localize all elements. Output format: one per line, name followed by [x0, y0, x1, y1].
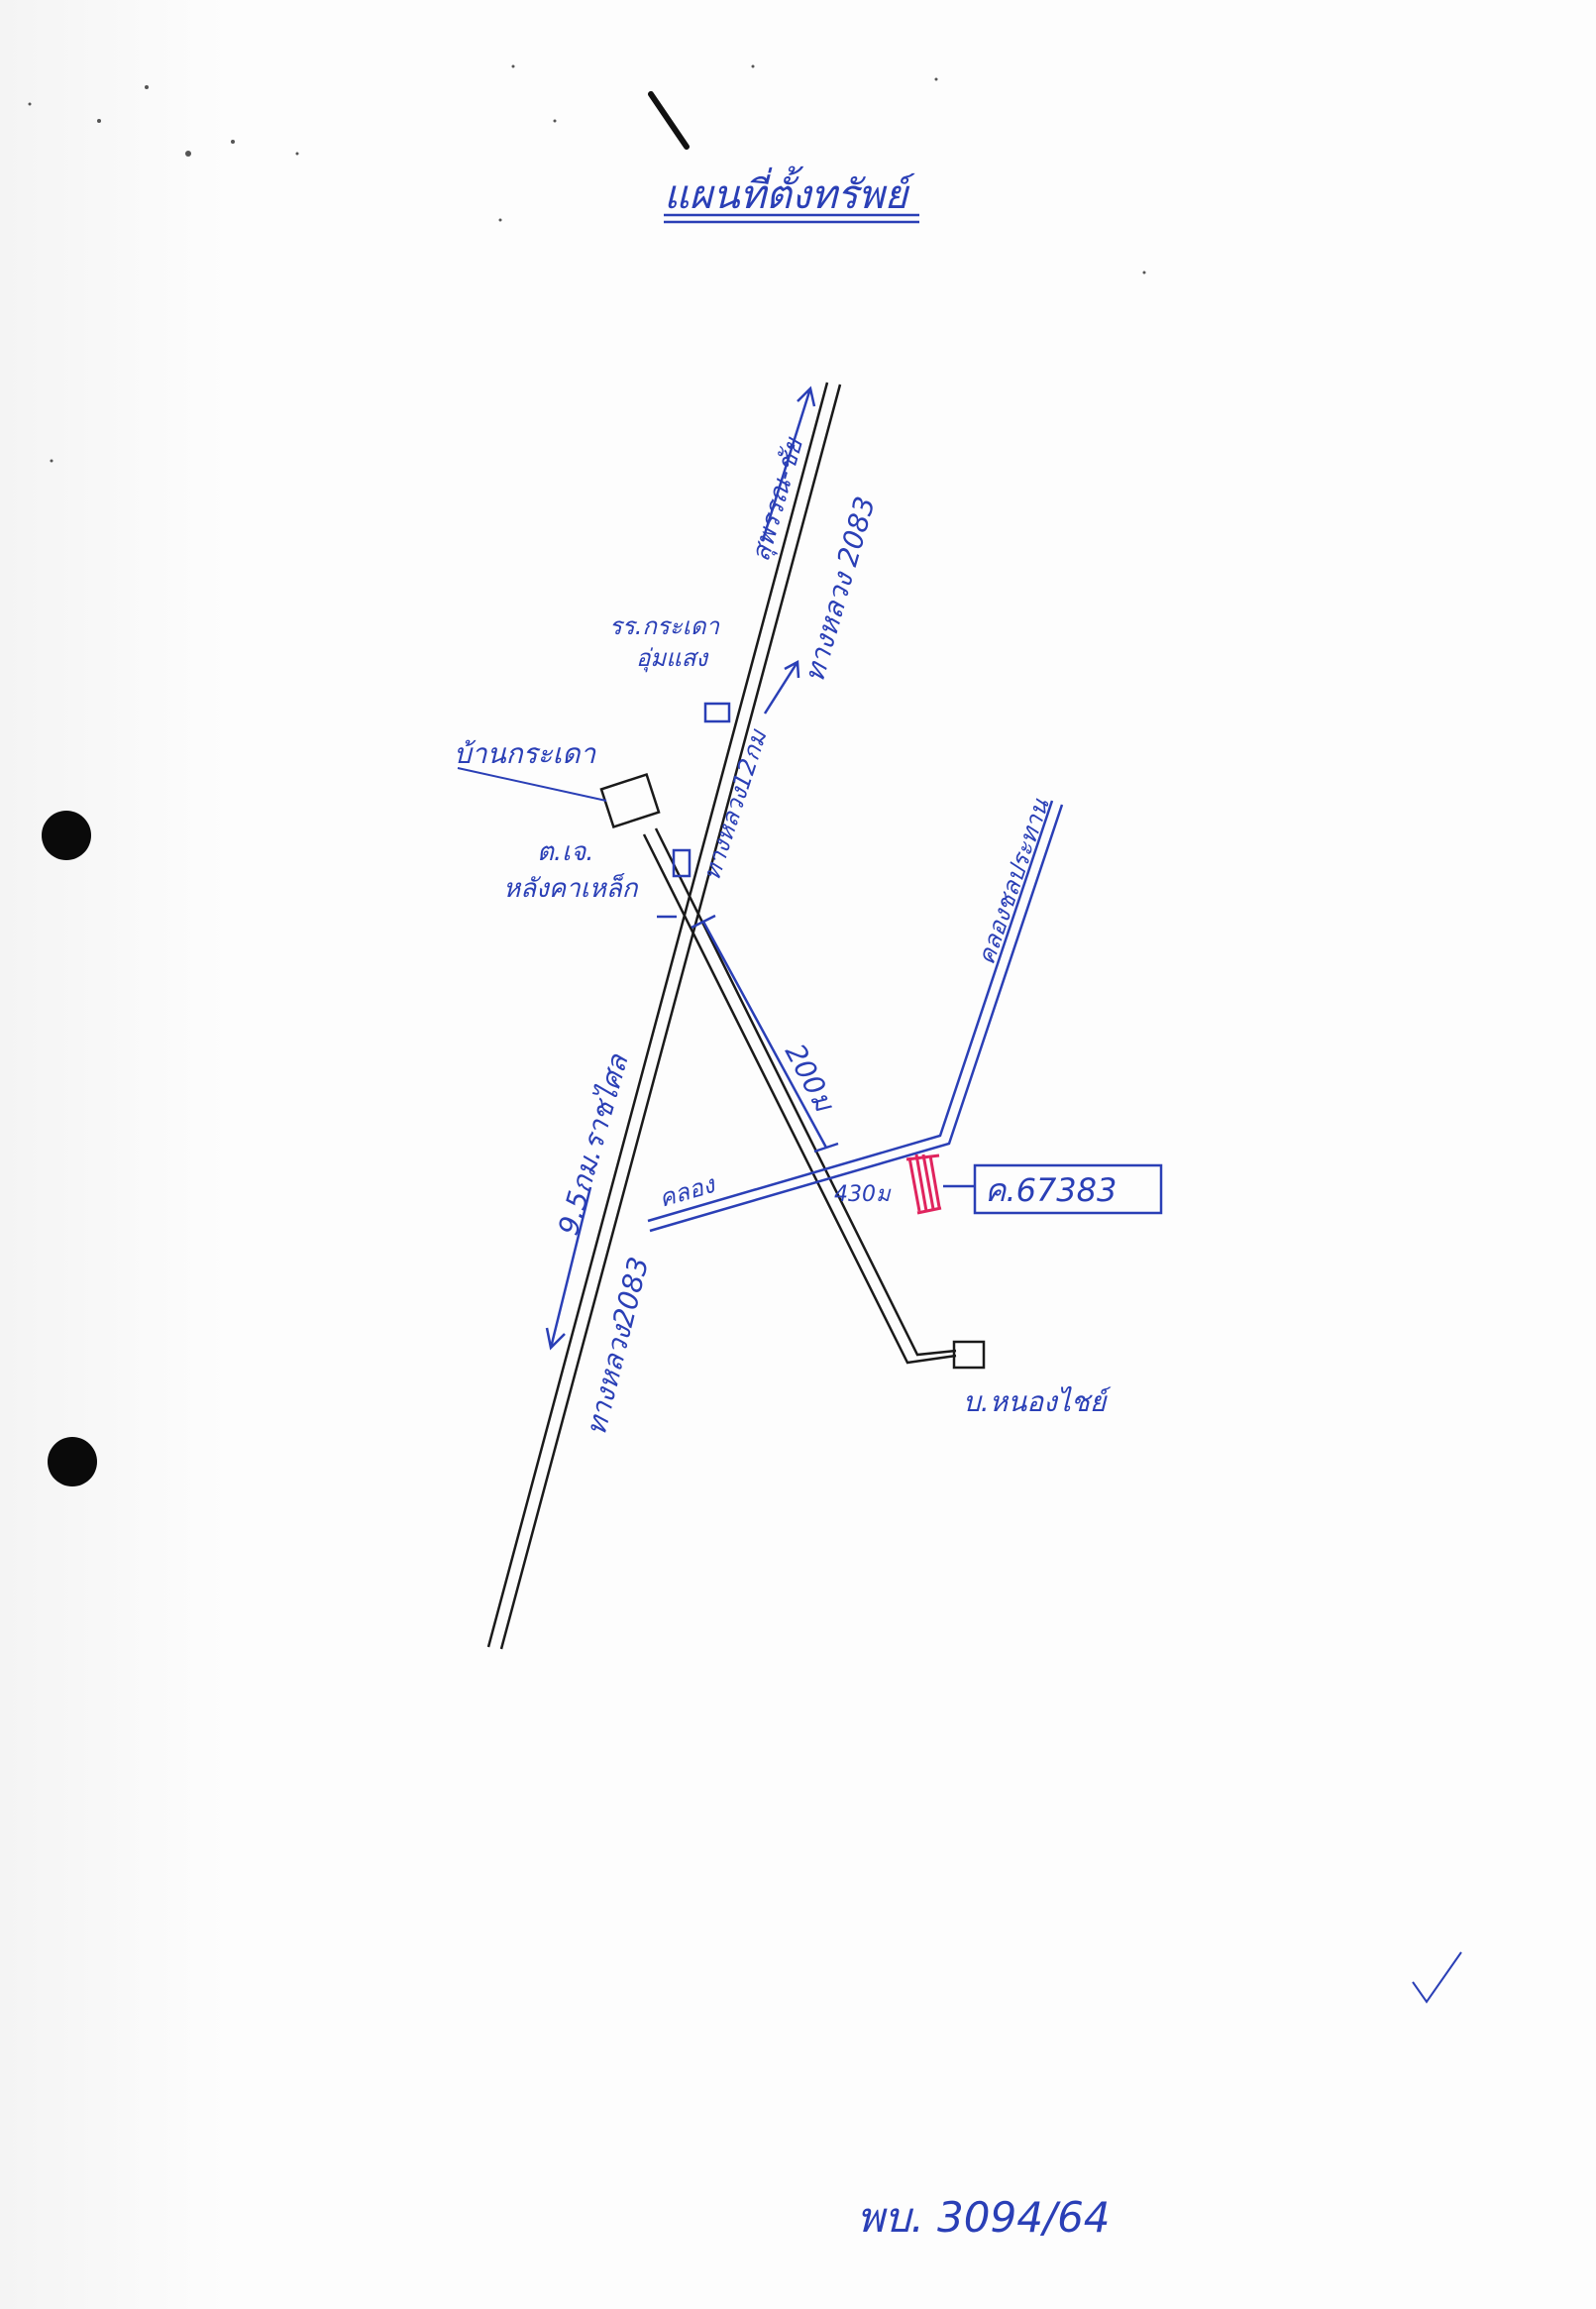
arrow-school-icon: [763, 659, 800, 715]
highway-top-label: ทางหลวง 2083: [798, 493, 882, 686]
arrow-south-icon: [545, 1186, 592, 1351]
canal-right-label: คลองชลประทาน: [972, 795, 1055, 968]
chedi-label-2: หลังคาเหล็ก: [503, 872, 639, 904]
highway-bottom-label: ทางหลวง2083: [580, 1254, 656, 1439]
chedi-building-icon: [672, 848, 692, 878]
document-number: พบ. 3094/64: [857, 2193, 1111, 2242]
road-top-label: สุพรรณ-ชัย: [746, 434, 809, 565]
scan-specks: [28, 64, 1146, 463]
check-mark-icon: [1412, 1951, 1462, 2004]
school-label-2: อุ่มแสง: [636, 644, 709, 673]
highway-2083-line-b: [499, 384, 842, 1650]
canal-line-a: [647, 800, 1054, 1223]
parcel-label: ค.67383: [985, 1171, 1117, 1209]
village-label: บ้านกระเดา: [454, 737, 596, 770]
highway-2083-line-a: [486, 382, 829, 1648]
pen-mark: [648, 91, 690, 150]
school-building-icon: [703, 702, 731, 723]
page-edge-shadow: [0, 0, 228, 2309]
canal-left-label: คลอง: [656, 1170, 720, 1213]
village-building-icon: [599, 772, 661, 829]
side-road-line-a: [642, 833, 957, 1365]
map-title: แผนที่ตั้งทรัพย์: [664, 165, 915, 218]
arrow-north-icon: [761, 385, 816, 541]
village-pointer: [457, 767, 607, 802]
school-label: รร.กระเดา: [609, 612, 721, 640]
punch-hole-bottom: [48, 1437, 97, 1486]
distance-12km-label: ทางหลวง12กม: [697, 725, 773, 884]
canal-line-b: [649, 804, 1064, 1233]
parcel-hatch: [905, 1154, 942, 1215]
nong-chai-building-icon: [952, 1340, 986, 1370]
parcel-box: [973, 1163, 1163, 1215]
nong-chai-label: บ.หนองไชย์: [963, 1385, 1112, 1418]
chedi-label-1: ต.เจ.: [537, 837, 594, 867]
side-road-line-b: [654, 827, 957, 1357]
punch-hole-top: [42, 811, 91, 860]
distance-30m-label: 430ม: [834, 1182, 892, 1207]
dimension-200m: [691, 914, 839, 1154]
